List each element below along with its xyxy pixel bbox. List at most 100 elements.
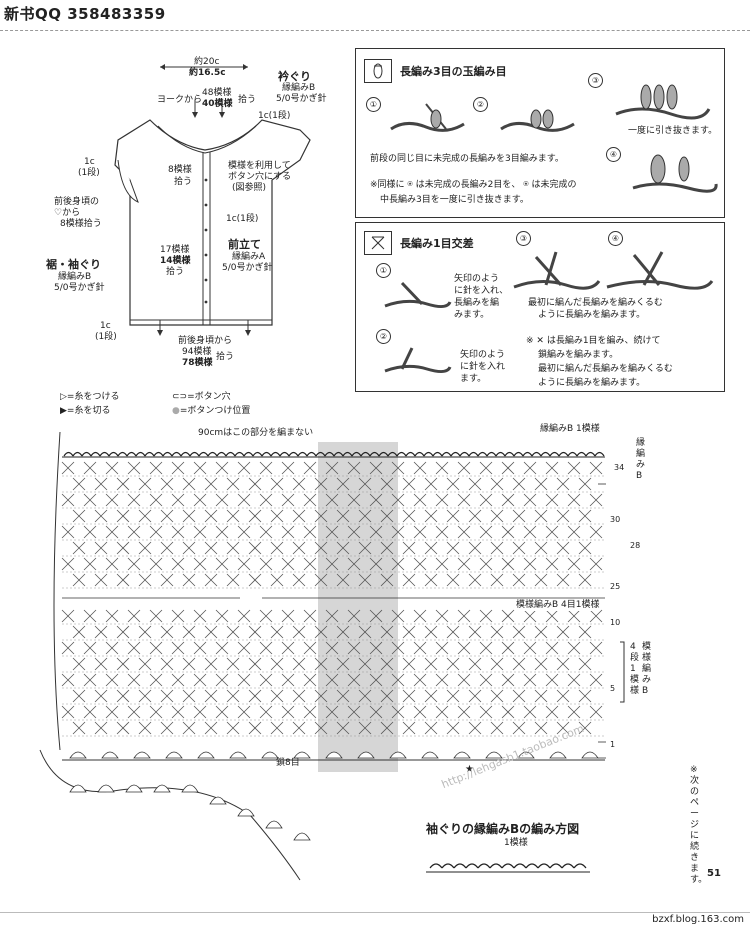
cross-stitch <box>83 641 97 655</box>
box1-step-text: 前段の同じ目に未完成の長編みを3目編みます。 <box>370 154 564 164</box>
cross-stitch <box>413 557 427 571</box>
cross-stitch <box>567 525 581 539</box>
button-dot-icon: ● <box>172 406 180 416</box>
armhole-scallop <box>537 863 551 869</box>
legend-attach-text: =糸をつける <box>66 392 120 402</box>
cross-stitch <box>369 609 383 623</box>
cross-stitch <box>534 657 548 671</box>
cross-stitch <box>160 573 174 587</box>
cross-stitch <box>127 525 141 539</box>
cross-stitch <box>182 657 196 671</box>
box2-step-number-1: ① <box>376 263 391 278</box>
armhole-scallop <box>573 863 587 869</box>
cross-stitch <box>237 609 251 623</box>
scallop-mark <box>315 451 326 457</box>
cross-stitch <box>556 541 570 555</box>
cross-stitch <box>94 721 108 735</box>
cross-stitch <box>424 657 438 671</box>
legend-cut-text: =糸を切る <box>66 406 111 416</box>
cross-stitch <box>413 673 427 687</box>
legend-cut: ▶=糸を切る <box>60 403 110 416</box>
cross-stitch <box>237 493 251 507</box>
cross-stitch <box>303 525 317 539</box>
armhole-scallop <box>453 863 467 869</box>
cross-stitch <box>314 657 328 671</box>
cross-stitch <box>83 493 97 507</box>
cross-stitch <box>105 461 119 475</box>
cross-stitch <box>402 625 416 639</box>
cross-stitch <box>479 705 493 719</box>
armhole-scallop <box>477 863 491 869</box>
cross-stitch <box>523 557 537 571</box>
cross-stitch <box>468 657 482 671</box>
cross-stitch <box>347 461 361 475</box>
scallop-mark <box>216 451 227 457</box>
cross-stitch <box>413 461 427 475</box>
scallop-mark <box>270 451 281 457</box>
cross-stitch <box>182 721 196 735</box>
three-cluster-icon: ⍟ <box>404 180 416 190</box>
side-pick: 拾う <box>166 267 185 277</box>
bottom-rows-2: (1段) <box>95 332 117 342</box>
cross-stitch <box>72 689 86 703</box>
scallop-mark <box>342 451 353 457</box>
cross-stitch <box>336 541 350 555</box>
cross-stitch <box>556 689 570 703</box>
cross-stitch <box>61 525 75 539</box>
instruction-box-cluster: 長編み3目の玉編み目 ① ② ③ ④ 一度に引き抜きます。 前段の同じ目に未完成… <box>355 48 725 218</box>
cross-stitch <box>369 641 383 655</box>
cross-stitch <box>490 573 504 587</box>
cross-stitch <box>193 525 207 539</box>
cross-stitch <box>149 493 163 507</box>
cross-stitch <box>589 673 603 687</box>
armhole-repeat: 1模様 <box>504 838 528 848</box>
cross-stitch <box>127 557 141 571</box>
yoke-count-a: 48模様 <box>202 88 232 98</box>
cross-stitch <box>523 673 537 687</box>
cross-stitch <box>138 477 152 491</box>
cross-stitch <box>138 573 152 587</box>
cross-stitch <box>501 461 515 475</box>
cross-stitch <box>402 541 416 555</box>
cross-stitch <box>237 705 251 719</box>
cross-stitch <box>314 721 328 735</box>
cross-stitch <box>94 689 108 703</box>
cross-stitch <box>314 477 328 491</box>
scallop-mark <box>396 451 407 457</box>
row-1: 1 <box>610 740 616 749</box>
cross-stitch <box>226 477 240 491</box>
cross-stitch <box>259 705 273 719</box>
cross-stitch <box>545 641 559 655</box>
cross-stitch <box>116 625 130 639</box>
box2-step-number-3: ③ <box>516 231 531 246</box>
scallop-mark <box>513 451 524 457</box>
scallop-mark <box>522 451 533 457</box>
cross-stitch <box>391 641 405 655</box>
cross-stitch <box>204 541 218 555</box>
cross-stitch <box>171 461 185 475</box>
cross-stitch <box>325 557 339 571</box>
cross-stitch <box>545 673 559 687</box>
cross-stitch <box>424 509 438 523</box>
box2-step2-b: に針を入れ <box>460 362 506 372</box>
cross-stitch <box>292 477 306 491</box>
cross-stitch <box>138 509 152 523</box>
crochet-illustration-7 <box>384 281 452 309</box>
cross-stitch <box>193 557 207 571</box>
armhole-scallop <box>561 863 575 869</box>
cross-stitch <box>116 573 130 587</box>
cross-stitch <box>270 477 284 491</box>
cross-stitch <box>556 721 570 735</box>
scallop-mark <box>477 451 488 457</box>
cross-stitch <box>325 641 339 655</box>
cross-stitch <box>457 673 471 687</box>
cross-stitch <box>171 557 185 571</box>
cross-stitch <box>347 525 361 539</box>
cross-stitch <box>336 625 350 639</box>
cross-stitch <box>182 625 196 639</box>
cross-stitch <box>325 705 339 719</box>
cross-stitch <box>358 689 372 703</box>
row-34: 34 <box>614 463 625 472</box>
armhole-shell <box>293 832 311 841</box>
scallop-mark <box>459 451 470 457</box>
